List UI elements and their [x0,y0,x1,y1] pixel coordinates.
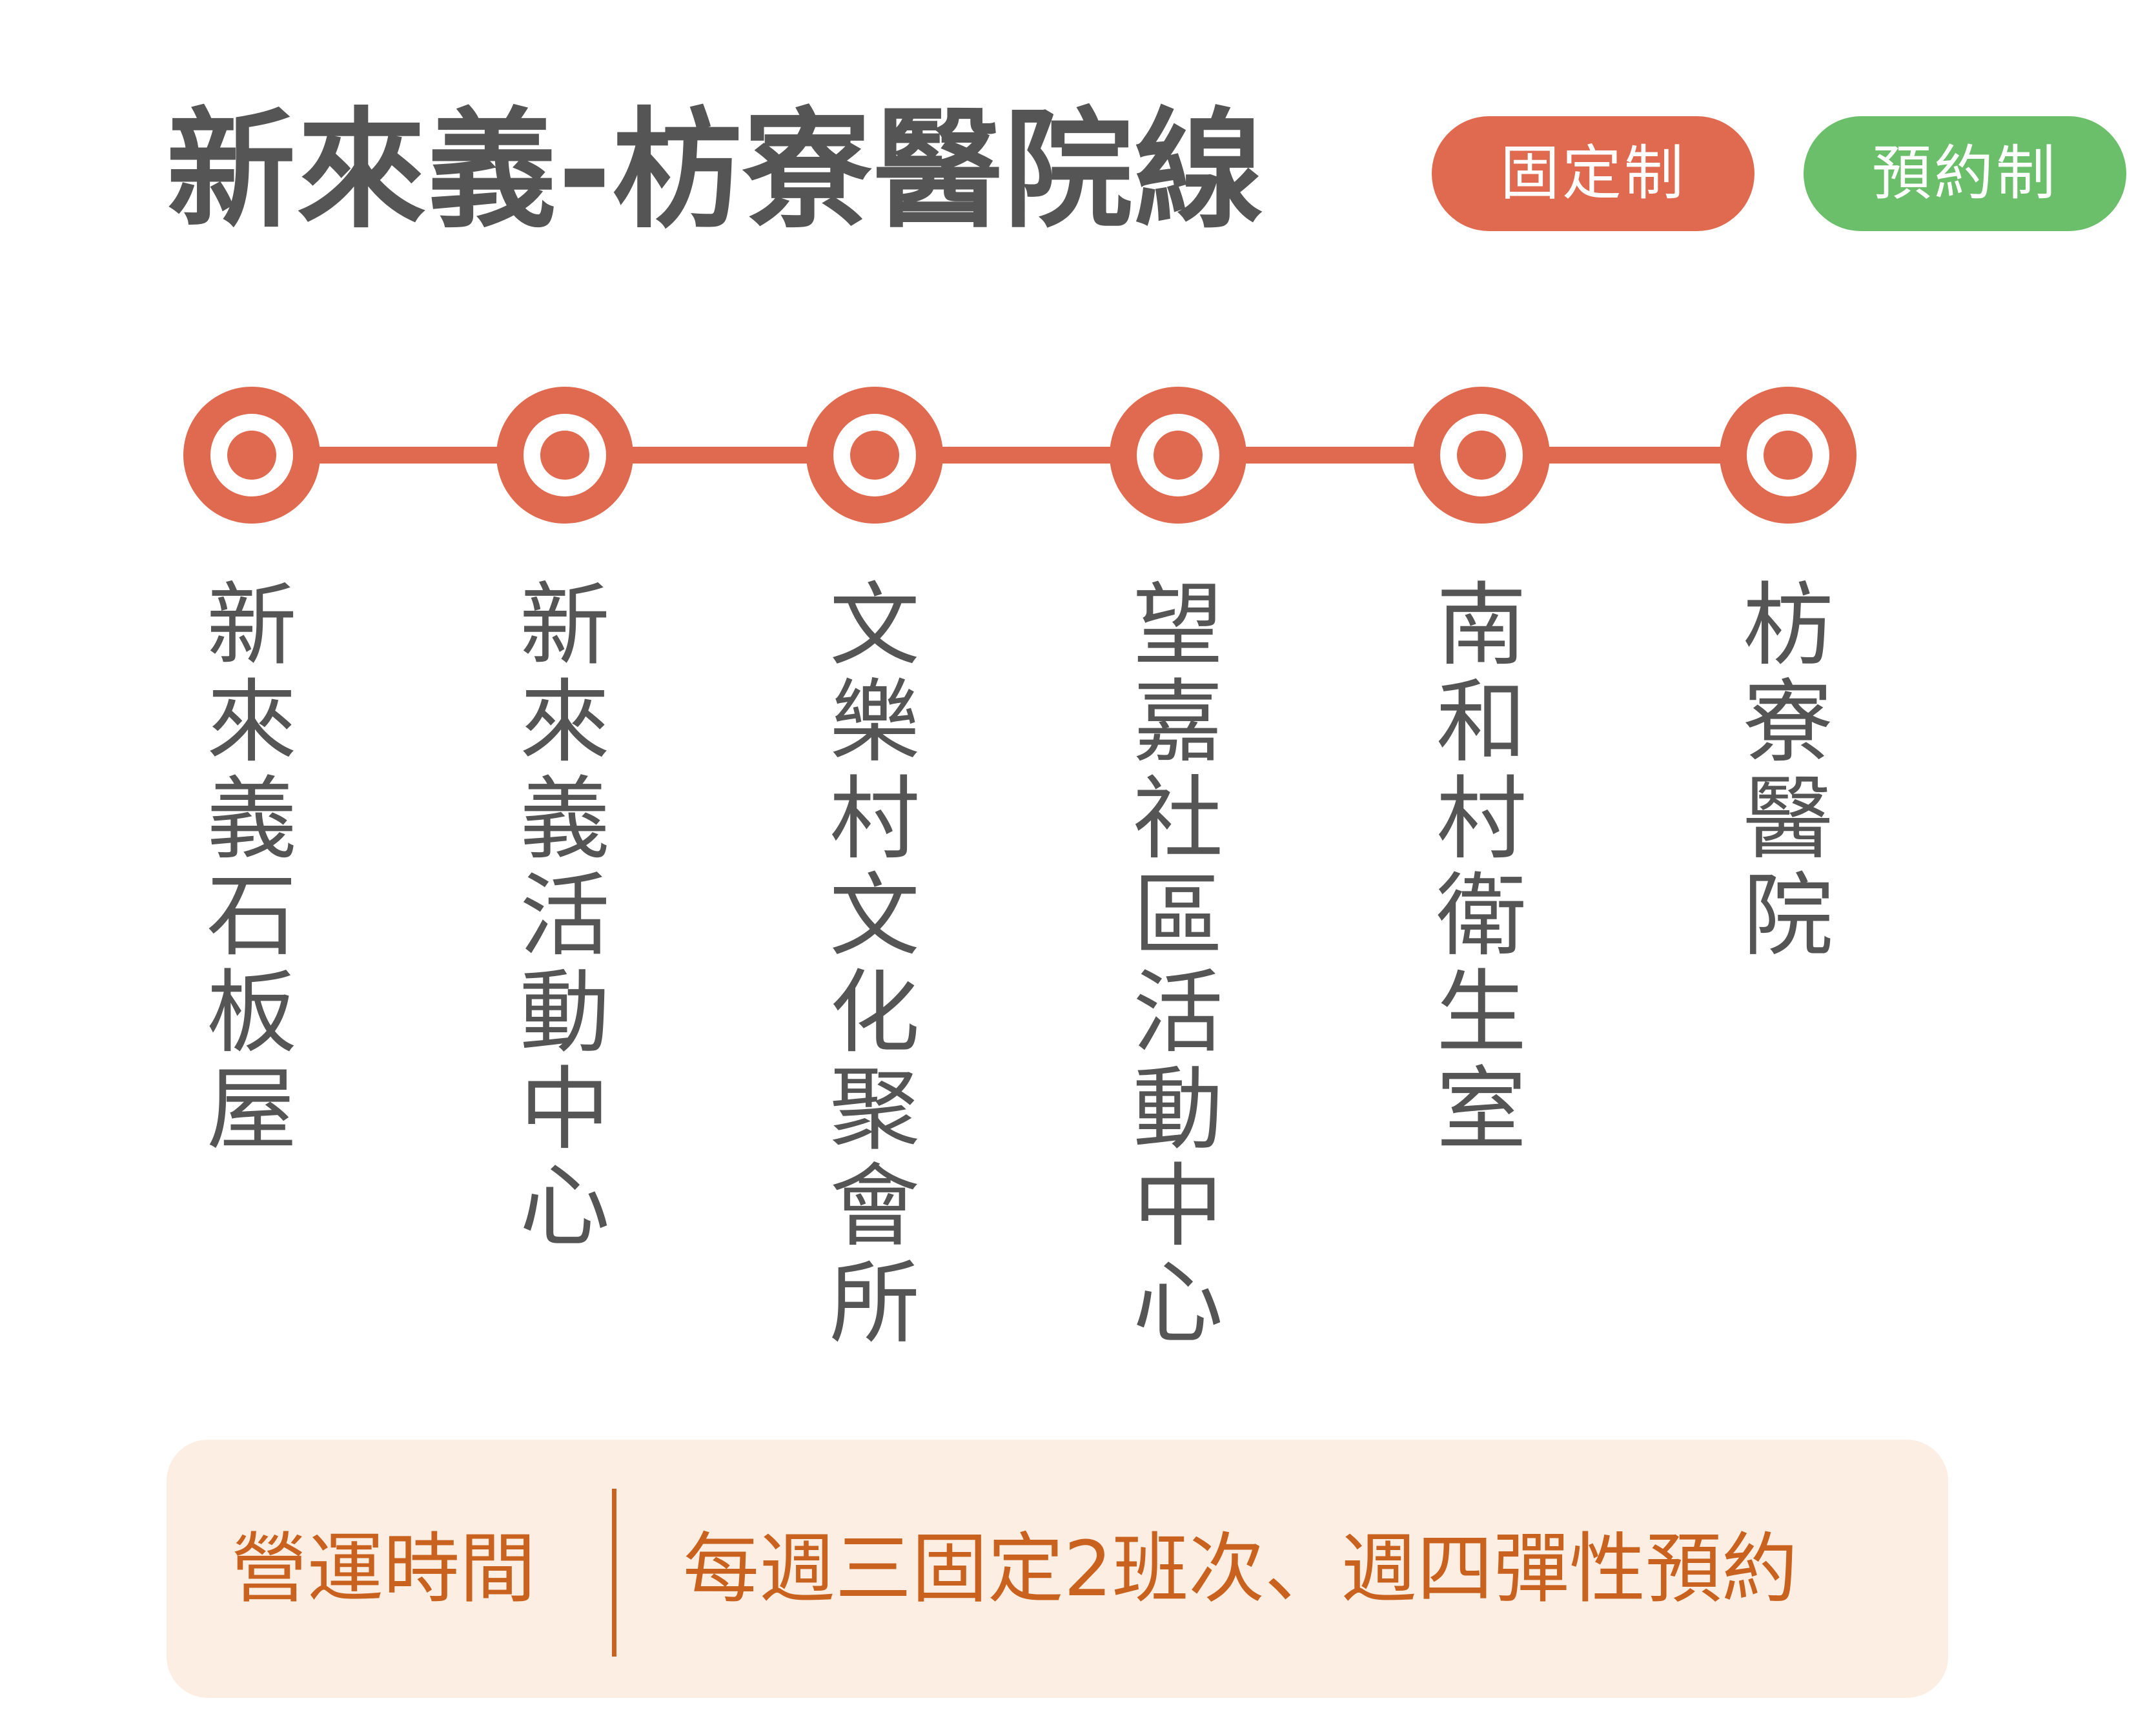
stop-marker [183,387,320,524]
stop-label: 新來義活動中心 [519,573,610,1260]
stop-label: 文樂村文化聚會所 [829,573,920,1356]
operating-hours-box: 營運時間 每週三固定2班次、週四彈性預約 [167,1440,1948,1698]
operating-hours-label: 營運時間 [231,1524,536,1613]
operating-hours-value: 每週三固定2班次、週四彈性預約 [683,1524,1798,1613]
stop-label: 枋寮醫院 [1742,573,1833,969]
stop-marker [806,387,943,524]
stop-marker [1110,387,1246,524]
route-line-diagram [183,387,1856,524]
stop-dot [540,431,589,480]
info-divider [612,1489,616,1657]
stop-marker [1413,387,1550,524]
stop-label: 南和村衛生室 [1436,573,1527,1163]
stop-marker [1720,387,1856,524]
stop-label: 新來義石板屋 [206,573,297,1163]
stop-dot [227,431,276,480]
route-title: 新來義-枋寮醫院線 [167,96,1265,246]
stop-dot [1457,431,1506,480]
stop-marker [496,387,633,524]
stop-dot [1154,431,1203,480]
stop-dot [850,431,899,480]
stop-dot [1764,431,1813,480]
stop-label: 望嘉社區活動中心 [1132,573,1223,1356]
reservation-badge: 預約制 [1804,116,2126,231]
fixed-schedule-badge: 固定制 [1432,116,1754,231]
